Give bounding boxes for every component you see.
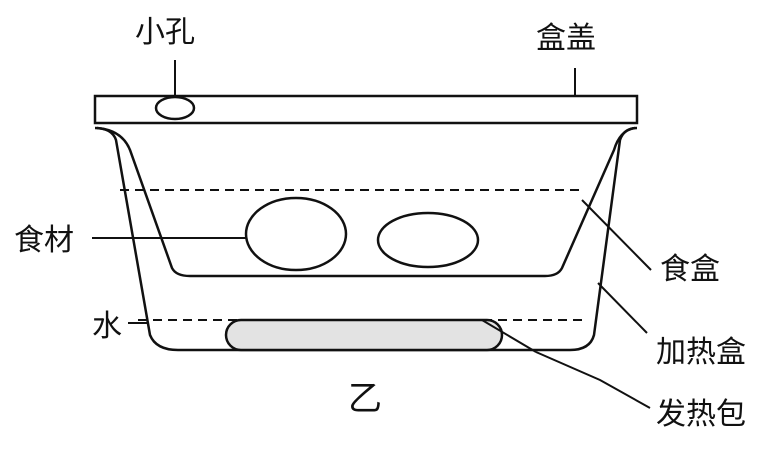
label-hole: 小孔: [135, 15, 195, 50]
label-heat-pack: 发热包: [656, 397, 746, 432]
label-heating-box: 加热盒: [656, 335, 746, 370]
food-box-leader-line: [581, 199, 652, 271]
heat-pack: [224, 318, 504, 352]
food-item-small: [376, 211, 480, 269]
label-lid: 盒盖: [536, 21, 596, 56]
small-hole: [154, 95, 196, 121]
food-item-large: [244, 196, 348, 272]
heating-box-leader-line: [597, 282, 648, 334]
heat-pack-leader-line: [481, 319, 537, 353]
label-food: 食材: [14, 223, 74, 258]
heat-pack-leader-line-b: [535, 351, 651, 409]
food-box: [96, 126, 636, 278]
label-food-box: 食盒: [660, 252, 720, 287]
caption: 乙: [348, 379, 382, 419]
label-water: 水: [92, 309, 122, 344]
